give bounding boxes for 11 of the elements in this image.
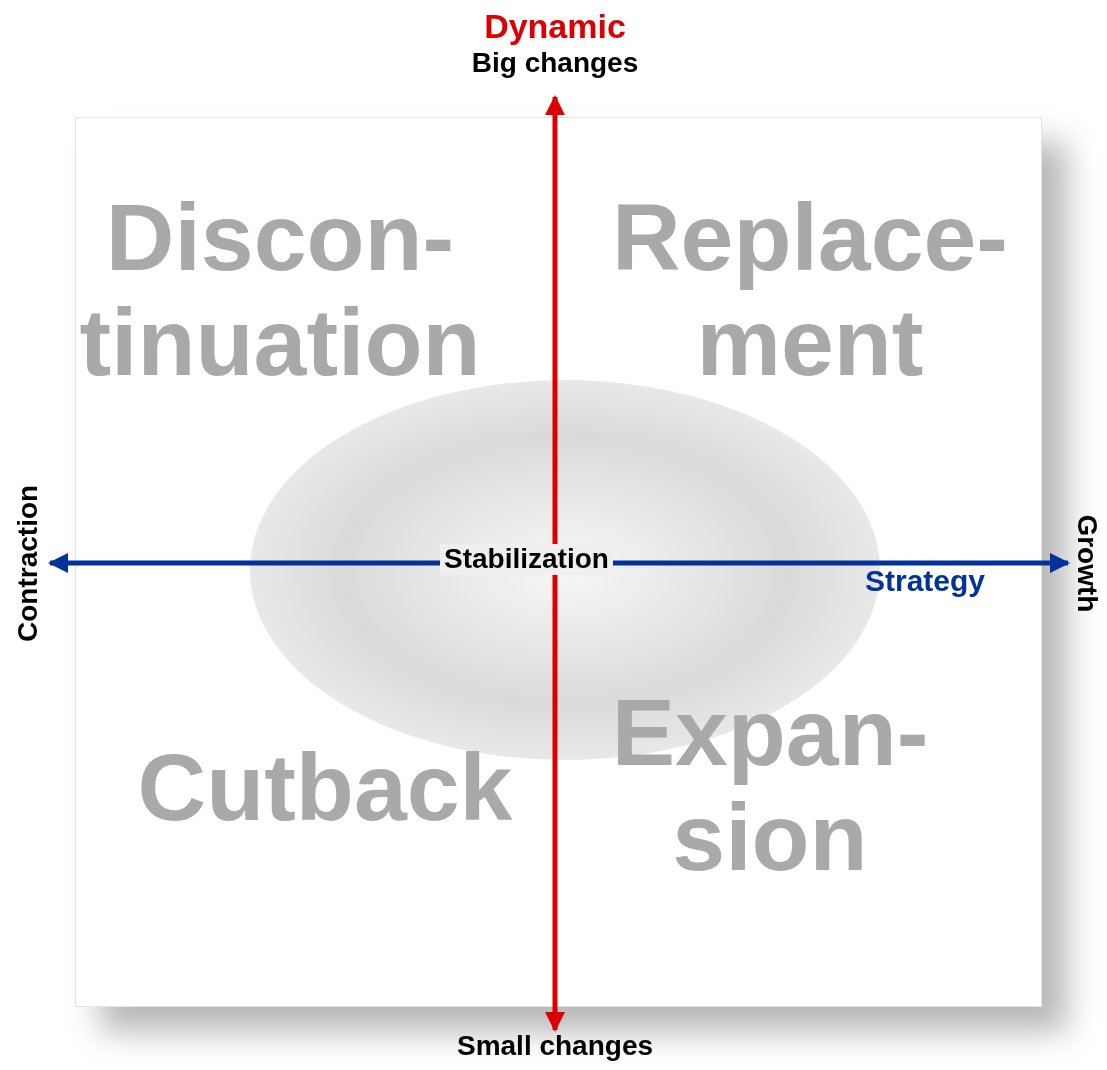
axis-title: Strategy xyxy=(863,564,986,597)
axis-label: Small changes xyxy=(455,1031,655,1062)
axis-label: Growth xyxy=(1071,513,1103,615)
quadrant-label: Discon- tinuation xyxy=(78,185,482,394)
quadrant-label: Cutback xyxy=(136,735,514,840)
quadrant-label: Expan- sion xyxy=(610,680,930,889)
quadrant-label: Replace- ment xyxy=(611,185,1009,394)
axis-label: Big changes xyxy=(470,48,640,79)
axis-title: Dynamic xyxy=(483,8,627,46)
center-label: Stabilization xyxy=(440,544,613,575)
axis-label: Contraction xyxy=(12,483,44,644)
